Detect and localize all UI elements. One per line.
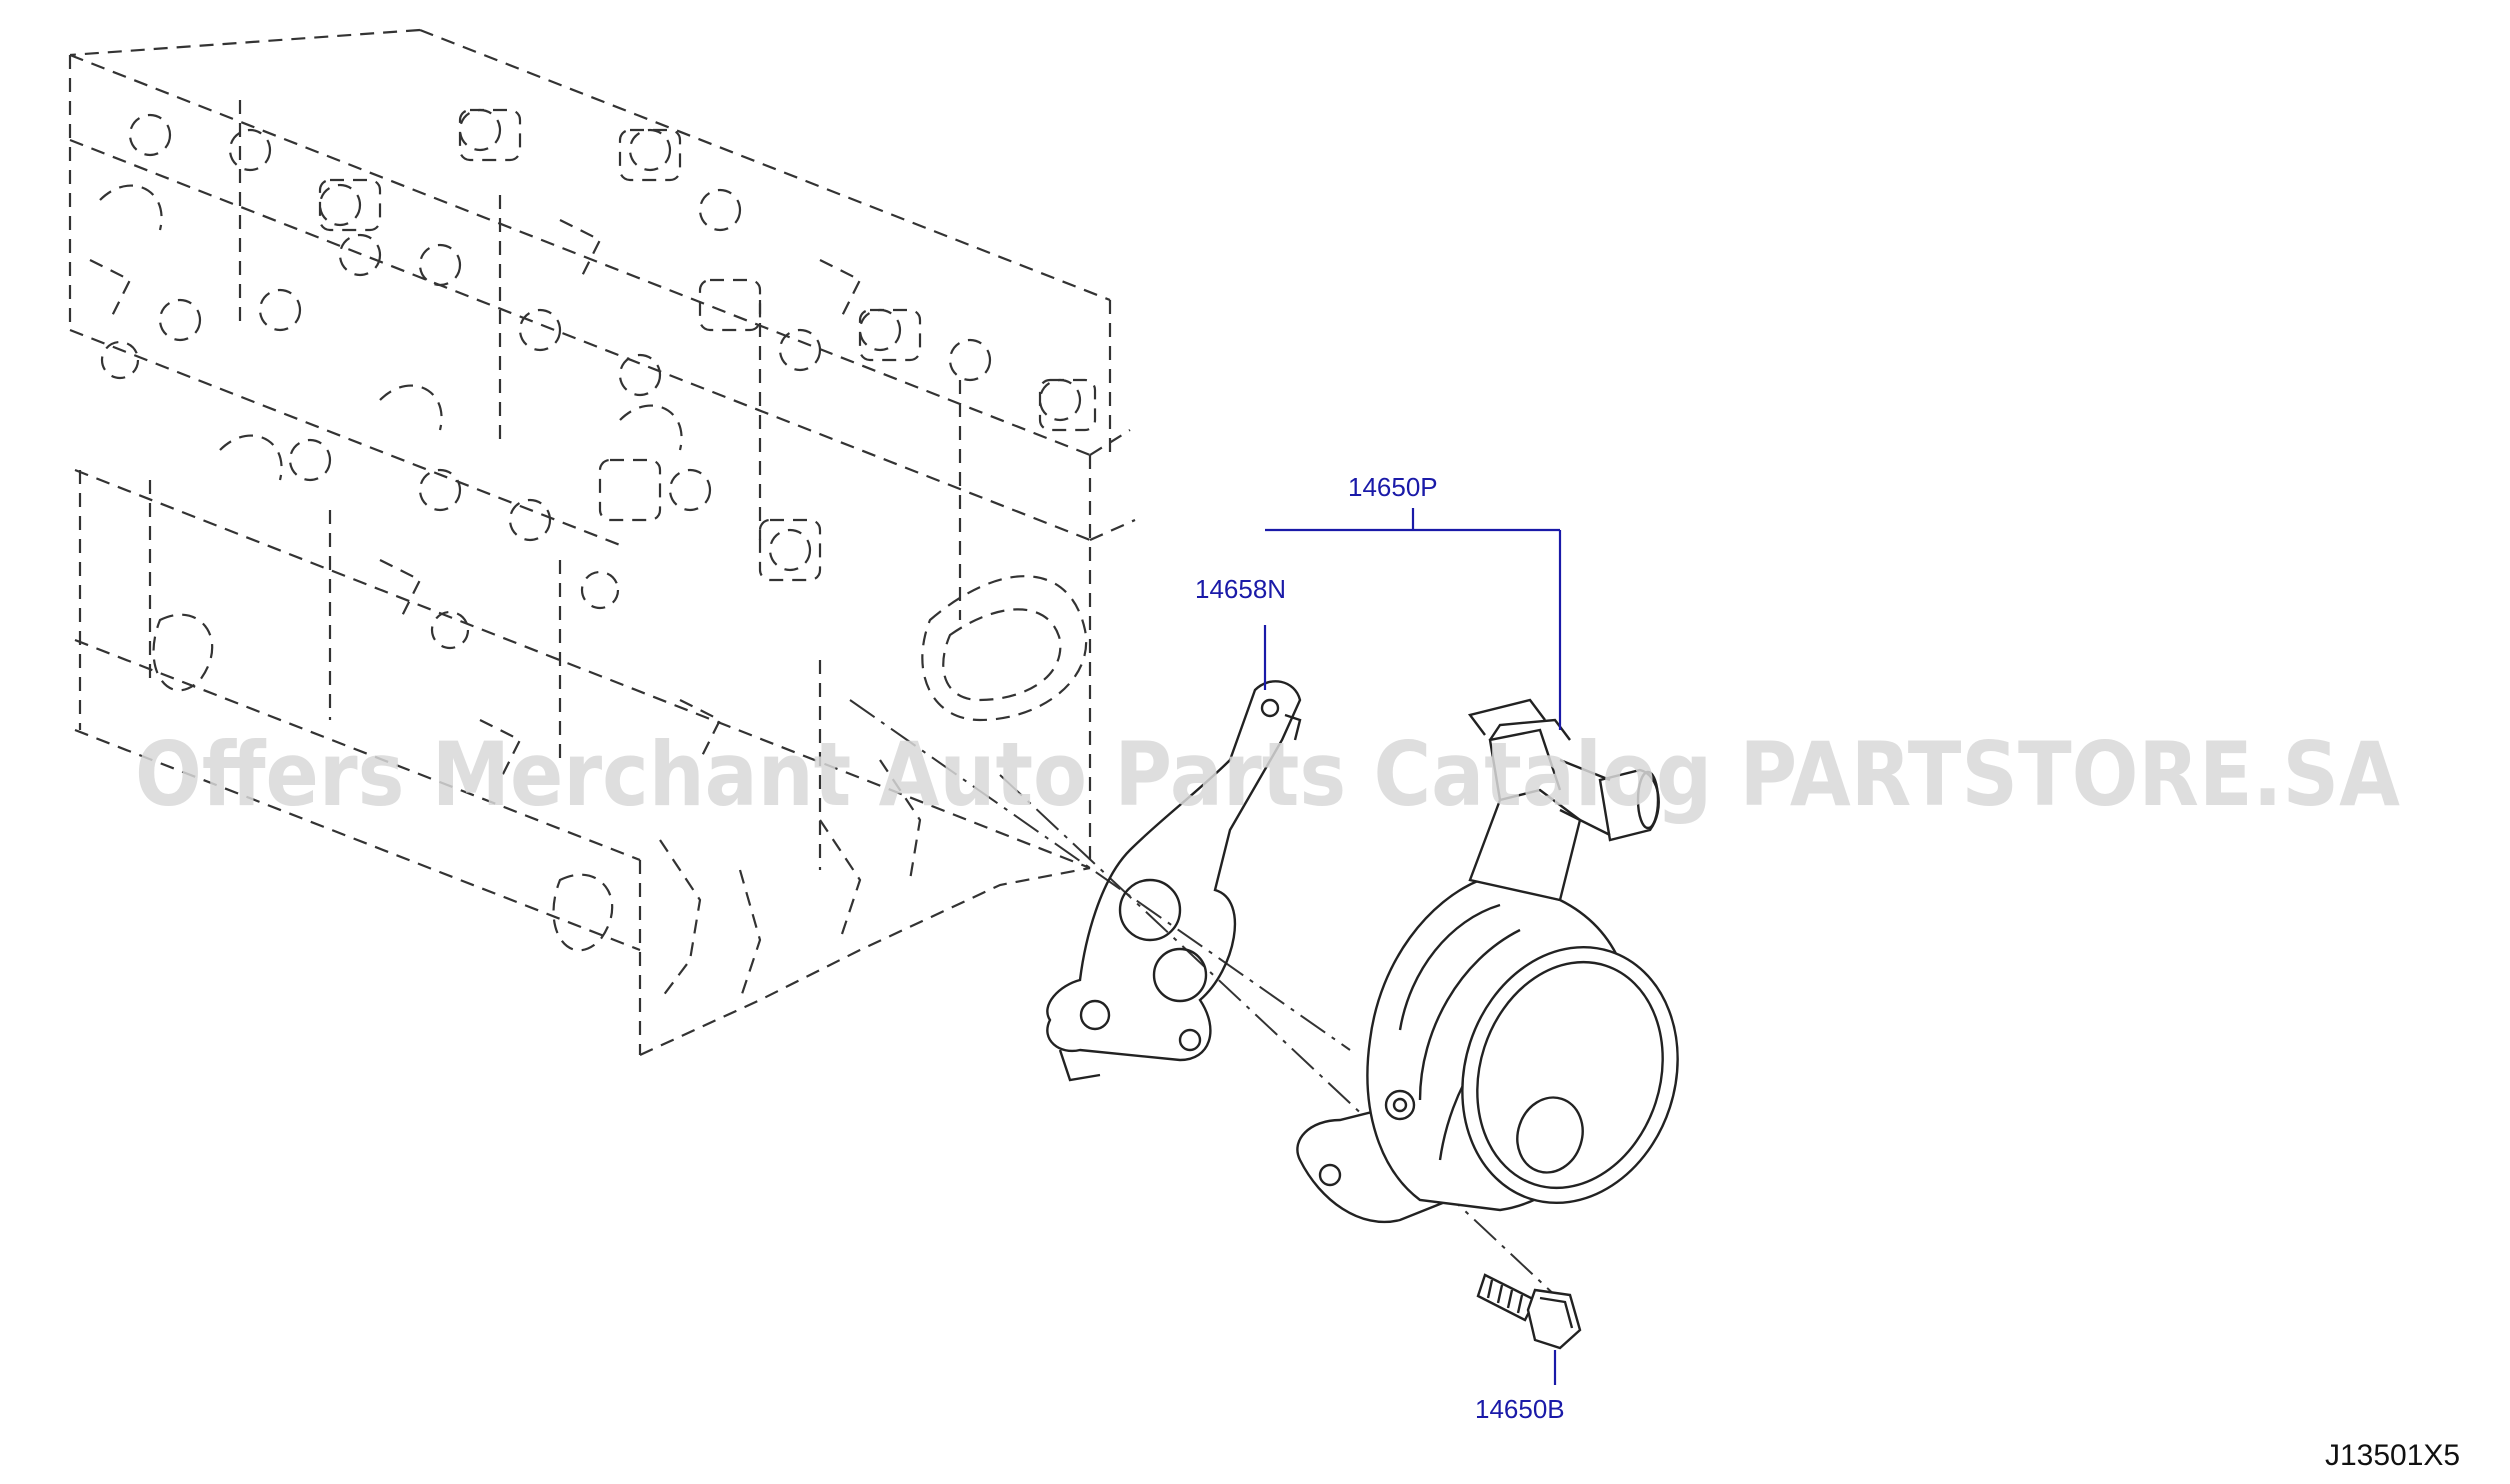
callout-leaders	[1263, 508, 1562, 1385]
vacuum-pump-part	[1296, 698, 1679, 1224]
watermark-text: Offers Merchant Auto Parts Catalog PARTS…	[135, 723, 2400, 826]
bolt-part	[1476, 1273, 1582, 1350]
figure-code: J13501X5	[2325, 1439, 2460, 1472]
callout-vacuum-pump-assy[interactable]: 14650P	[1348, 472, 1438, 502]
gasket-part	[1046, 680, 1302, 1082]
callout-gasket[interactable]: 14658N	[1195, 574, 1286, 604]
engine-block-phantom	[68, 28, 1136, 1056]
assembly-centerlines	[849, 699, 1561, 1301]
callout-bolt[interactable]: 14650B	[1475, 1394, 1565, 1424]
